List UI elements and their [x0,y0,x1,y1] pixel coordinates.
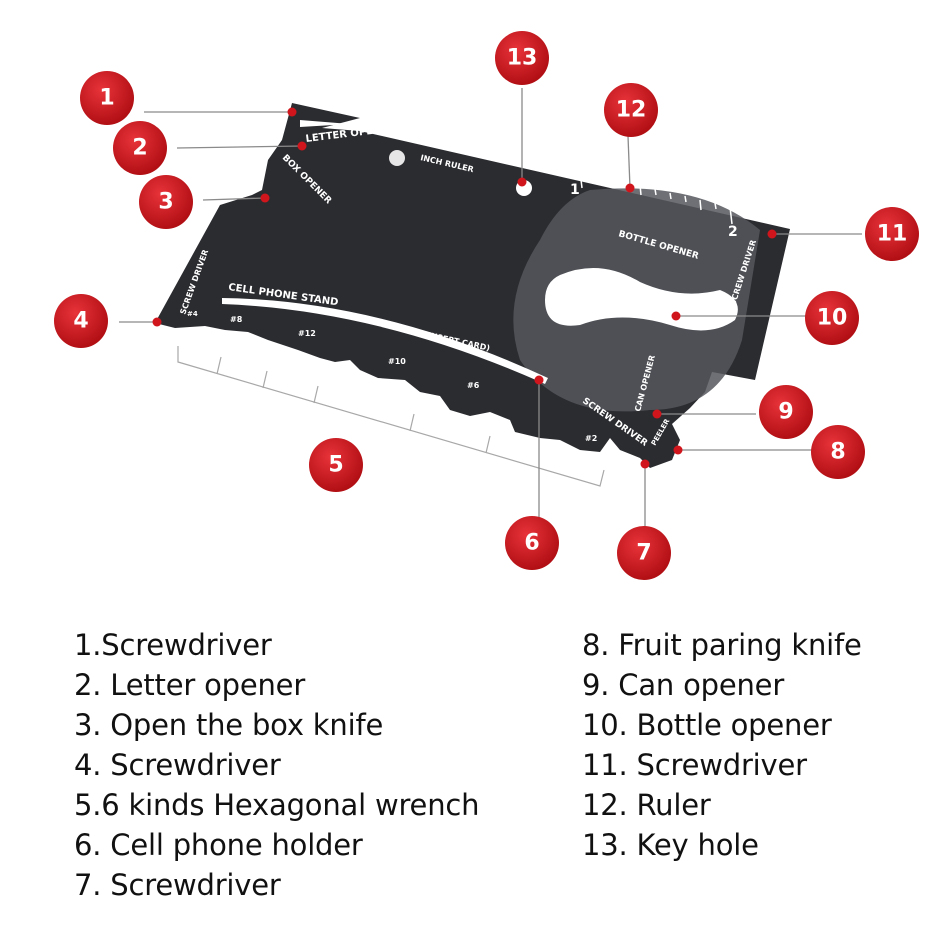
card-text-size-4: #4 [187,310,198,318]
badge-9-label: 9 [778,400,793,425]
legend-item: 7. Screwdriver [74,868,281,902]
badge-2-label: 2 [132,136,147,161]
legend-item: 6. Cell phone holder [74,828,363,862]
badge-1-label: 1 [99,86,114,111]
leader-dots [152,107,777,469]
badge-13: 13 [495,31,549,85]
badge-7-label: 7 [636,541,651,566]
badge-3: 3 [139,175,193,229]
badge-1: 1 [80,71,134,125]
legend-item: 10. Bottle opener [582,708,832,742]
card-text-size-10: #10 [388,357,406,366]
badge-11: 11 [865,207,919,261]
card-text-size-2: #2 [585,434,597,443]
badge-13-label: 13 [507,46,538,71]
card-text-ruler-2: 2 [728,224,738,240]
legend-item: 8. Fruit paring knife [582,628,862,662]
badge-10: 10 [805,291,859,345]
badge-9: 9 [759,385,813,439]
legend-item: 3. Open the box knife [74,708,384,742]
badge-6: 6 [505,516,559,570]
badge-4: 4 [54,294,108,348]
card-text-size-8: #8 [230,315,243,324]
multitool-card: LETTER OPENER INCH RULER BOX OPENER SCRE… [155,103,790,468]
badge-6-label: 6 [524,531,539,556]
card-text-ruler-1: 1 [570,182,580,198]
inch-ruler-ticks [429,135,733,225]
legend-item: 4. Screwdriver [74,748,281,782]
legend-item: 5.6 kinds Hexagonal wrench [74,788,480,822]
badge-2: 2 [113,121,167,175]
card-text-size-12: #12 [298,329,316,338]
legend-item: 12. Ruler [582,788,711,822]
leader-lines [119,88,862,530]
badge-8-label: 8 [830,440,845,465]
badge-4-label: 4 [73,309,88,334]
legend-right: 8. Fruit paring knife 9. Can opener 10. … [582,625,862,865]
card-text-size-6: #6 [467,381,480,390]
badge-12: 12 [604,83,658,137]
badge-3-label: 3 [158,190,173,215]
badge-5-label: 5 [328,453,343,478]
legend-item: 13. Key hole [582,828,759,862]
hex-wrench-bracket [177,346,605,487]
badge-5: 5 [309,438,363,492]
legend-item: 2. Letter opener [74,668,306,702]
multitool-card-diagram: LETTER OPENER INCH RULER BOX OPENER SCRE… [54,31,919,580]
legend-item: 9. Can opener [582,668,785,702]
legend-item: 11. Screwdriver [582,748,807,782]
badge-11-label: 11 [877,222,908,247]
legend-item: 1.Screwdriver [74,628,272,662]
letter-opener-slot [300,120,350,127]
bottle-opener-hole [545,267,738,331]
legend-left: 1.Screwdriver 2. Letter opener 3. Open t… [74,625,480,905]
badge-8: 8 [811,425,865,479]
badge-10-label: 10 [817,306,848,331]
badge-12-label: 12 [616,98,647,123]
badge-7: 7 [617,526,671,580]
small-hole [389,150,405,166]
